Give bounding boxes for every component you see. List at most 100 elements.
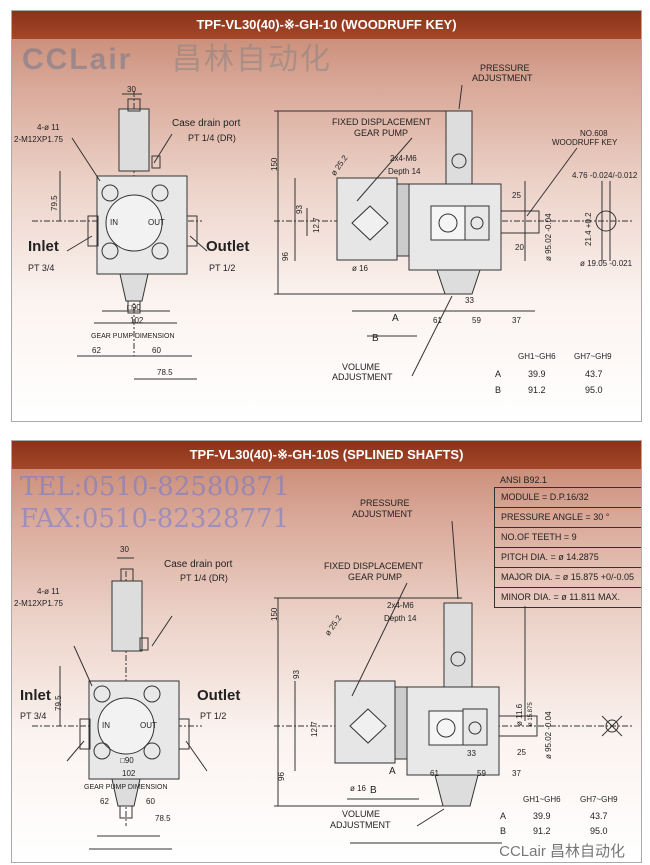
side-view — [274, 520, 632, 844]
dim-59: 59 — [472, 316, 481, 325]
dim-4-76: 4.76 -0.024/-0.012 — [572, 171, 638, 180]
dim-B: B — [370, 785, 377, 796]
dim-62: 62 — [92, 346, 101, 355]
dim-61: 61 — [430, 769, 439, 778]
table-cell: 91.2 — [533, 826, 551, 836]
front-view — [32, 557, 208, 850]
woodruff-key-drawing-panel: TPF-VL30(40)-※-GH-10 (WOODRUFF KEY) CCLa… — [11, 10, 642, 422]
table-row-label: A — [500, 811, 507, 821]
dim-60: 60 — [152, 346, 161, 355]
dim-79-5: 79.5 — [50, 195, 59, 211]
spline-spec-row: PITCH DIA. = ø 14.2875 — [494, 548, 641, 568]
dim-59: 59 — [477, 769, 486, 778]
dim-A: A — [389, 766, 396, 777]
dim-61: 61 — [433, 316, 442, 325]
fixed-displacement-label: FIXED DISPLACEMENT — [332, 117, 432, 127]
spline-spec-row: PRESSURE ANGLE = 30 ° — [494, 508, 641, 528]
table-cell: 39.9 — [533, 811, 551, 821]
dim-37: 37 — [512, 316, 521, 325]
dim-12-7: 12.7 — [312, 217, 321, 233]
dim-21-4: 21.4 +0.2 — [584, 212, 593, 246]
dim-33: 33 — [467, 749, 476, 758]
pressure-adjustment-label-2: ADJUSTMENT — [352, 509, 413, 519]
dim-30: 30 — [127, 85, 136, 94]
watermark-fax: FAX:0510-82328771 — [20, 504, 290, 534]
table-header: GH7~GH9 — [574, 352, 612, 361]
thread-label: 2-M12XP1.75 — [14, 599, 63, 608]
dim-33: 33 — [465, 296, 474, 305]
dim-depth-14: Depth 14 — [384, 614, 417, 623]
table-cell: 91.2 — [528, 385, 546, 395]
dim-dia-19-05: ø 19.05 -0.021 — [580, 259, 633, 268]
outlet-label: Outlet — [206, 238, 250, 255]
table-header: GH1~GH6 — [518, 352, 556, 361]
panel-title: TPF-VL30(40)-※-GH-10 (WOODRUFF KEY) — [12, 11, 641, 39]
mounting-holes-label: 4-ø 11 — [37, 587, 60, 596]
gear-pump-label: GEAR PUMP — [348, 572, 403, 582]
spline-spec-row: MINOR DIA. = ø 11.811 MAX. — [494, 588, 641, 608]
dim-25: 25 — [512, 191, 521, 200]
woodruff-key-label: WOODRUFF KEY — [552, 138, 618, 147]
dim-B: B — [372, 333, 379, 344]
inlet-label: Inlet — [20, 687, 51, 704]
dim-150: 150 — [270, 607, 279, 621]
inlet-thread: PT 3/4 — [28, 263, 55, 273]
woodruff-key-number: NO.608 — [580, 129, 608, 138]
table-cell: 95.0 — [590, 826, 608, 836]
table-header: GH7~GH9 — [580, 795, 618, 804]
watermark-chinese: 昌林自动化 — [172, 43, 332, 76]
pressure-adjustment-label: PRESSURE — [480, 63, 530, 73]
dim-96: 96 — [277, 772, 286, 781]
gear-pump-dimension-label: GEAR PUMP DIMENSION — [91, 333, 175, 340]
gear-pump-label: GEAR PUMP — [354, 128, 409, 138]
dim-96: 96 — [281, 252, 290, 261]
side-view — [274, 84, 632, 377]
dim-25: 25 — [517, 748, 526, 757]
spline-spec-row: MAJOR DIA. = ø 15.875 +0/-0.05 — [494, 568, 641, 588]
dim-dia-11-6: ø 11.6 — [515, 703, 524, 726]
front-view — [32, 91, 208, 380]
dim-78-5: 78.5 — [157, 368, 173, 377]
dim-20: 20 — [515, 243, 524, 252]
table-row-label: A — [495, 369, 502, 379]
table-cell: 39.9 — [528, 369, 546, 379]
pump-drawing — [32, 84, 632, 380]
in-port-mark: IN — [110, 218, 118, 227]
table-cell: 43.7 — [585, 369, 603, 379]
dim-dia-95-02: ø 95.02 -0.04 — [544, 213, 553, 261]
volume-adjustment-label-2: ADJUSTMENT — [330, 820, 391, 830]
dim-dia-15-875: ø 15.875 — [528, 702, 534, 726]
volume-adjustment-label: VOLUME — [342, 362, 381, 372]
spline-spec-row: MODULE = D.P.16/32 — [494, 487, 641, 508]
table-row-label: B — [495, 385, 502, 395]
outlet-thread: PT 1/2 — [209, 263, 236, 273]
table-cell: 95.0 — [585, 385, 603, 395]
dim-150: 150 — [270, 157, 279, 171]
table-row-label: B — [500, 826, 507, 836]
case-drain-port-label: Case drain port — [164, 559, 233, 570]
table-header: GH1~GH6 — [523, 795, 561, 804]
case-drain-port-label: Case drain port — [172, 118, 241, 129]
dim-square-90: □90 — [127, 303, 141, 312]
mounting-holes-label: 4-ø 11 — [37, 123, 60, 132]
spline-spec-table: MODULE = D.P.16/32 PRESSURE ANGLE = 30 °… — [494, 487, 641, 608]
dim-dia-16: ø 16 — [352, 264, 369, 273]
dim-dia-95-02: ø 95.02 -0.04 — [544, 711, 553, 759]
out-port-mark: OUT — [140, 721, 157, 730]
dim-102: 102 — [122, 769, 136, 778]
brand-watermark: CCLair 昌林自动化 — [499, 843, 625, 860]
in-port-mark: IN — [102, 721, 110, 730]
dim-62: 62 — [100, 797, 109, 806]
thread-label: 2-M12XP1.75 — [14, 135, 63, 144]
panel-title: TPF-VL30(40)-※-GH-10S (SPLINED SHAFTS) — [12, 441, 641, 469]
volume-adjustment-label: VOLUME — [342, 809, 381, 819]
gear-pump-dimension-label: GEAR PUMP DIMENSION — [84, 784, 168, 791]
dim-A: A — [392, 313, 399, 324]
pump-drawing — [32, 520, 632, 850]
dim-dia-16: ø 16 — [350, 784, 367, 793]
dim-2x4-m6: 2x4-M6 — [390, 154, 417, 163]
dim-93: 93 — [292, 670, 301, 679]
fixed-displacement-label: FIXED DISPLACEMENT — [324, 561, 424, 571]
ansi-standard-label: ANSI B92.1 — [500, 475, 548, 485]
dim-78-5: 78.5 — [155, 814, 171, 823]
